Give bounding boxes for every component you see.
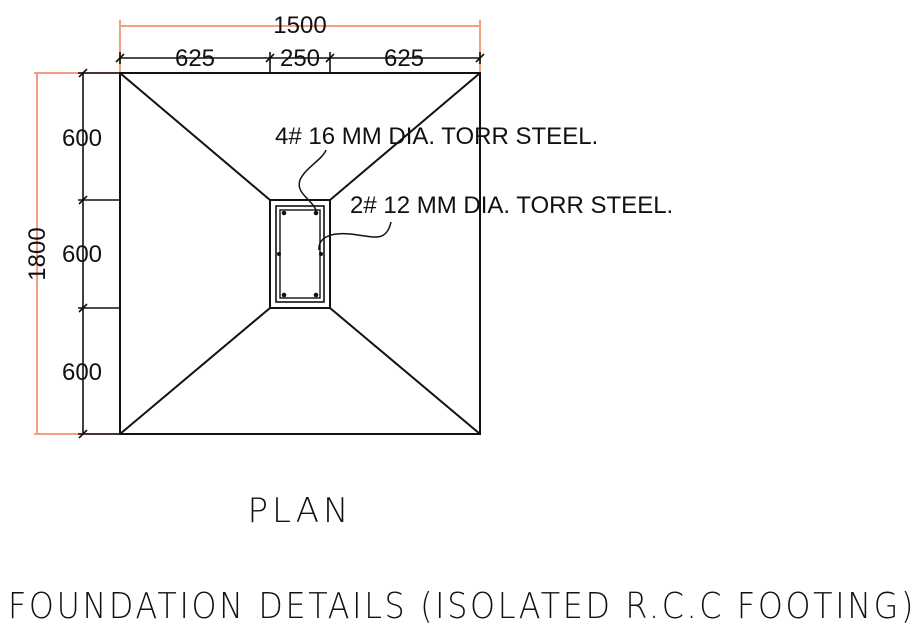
dimension-labels: 1500 625 250 625 600 600 600 1800 xyxy=(24,12,424,386)
width-center-label: 250 xyxy=(280,45,320,72)
overall-height-label: 1800 xyxy=(24,227,51,280)
extra-bar-dot xyxy=(319,252,323,256)
overall-dimension-lines xyxy=(34,20,481,435)
main-bar-dot xyxy=(281,292,287,298)
drawing-titles: PLAN FOUNDATION DETAILS (ISOLATED R.C.C … xyxy=(8,491,916,627)
main-bars-leader xyxy=(298,149,327,214)
sub-dimension-lines xyxy=(78,52,485,439)
width-left-label: 625 xyxy=(175,45,215,72)
height-top-label: 600 xyxy=(62,125,102,152)
overall-width-label: 1500 xyxy=(273,12,326,39)
view-title: PLAN xyxy=(248,491,353,531)
width-right-label: 625 xyxy=(384,45,424,72)
height-middle-label: 600 xyxy=(62,241,102,268)
height-bottom-label: 600 xyxy=(62,359,102,386)
drawing-title: FOUNDATION DETAILS (ISOLATED R.C.C FOOTI… xyxy=(8,586,916,627)
main-bars-callout: 4# 16 MM DIA. TORR STEEL. xyxy=(275,123,598,150)
extra-bar-dot xyxy=(277,252,281,256)
footing-outline xyxy=(119,72,481,435)
main-bar-dot xyxy=(313,292,319,298)
reinforcement-bars xyxy=(277,210,323,298)
extra-bars-callout: 2# 12 MM DIA. TORR STEEL. xyxy=(350,192,673,219)
extra-bars-leader xyxy=(318,221,392,251)
main-bar-dot xyxy=(281,210,287,216)
leader-lines xyxy=(298,149,392,251)
callout-labels: 4# 16 MM DIA. TORR STEEL. 2# 12 MM DIA. … xyxy=(275,123,673,219)
